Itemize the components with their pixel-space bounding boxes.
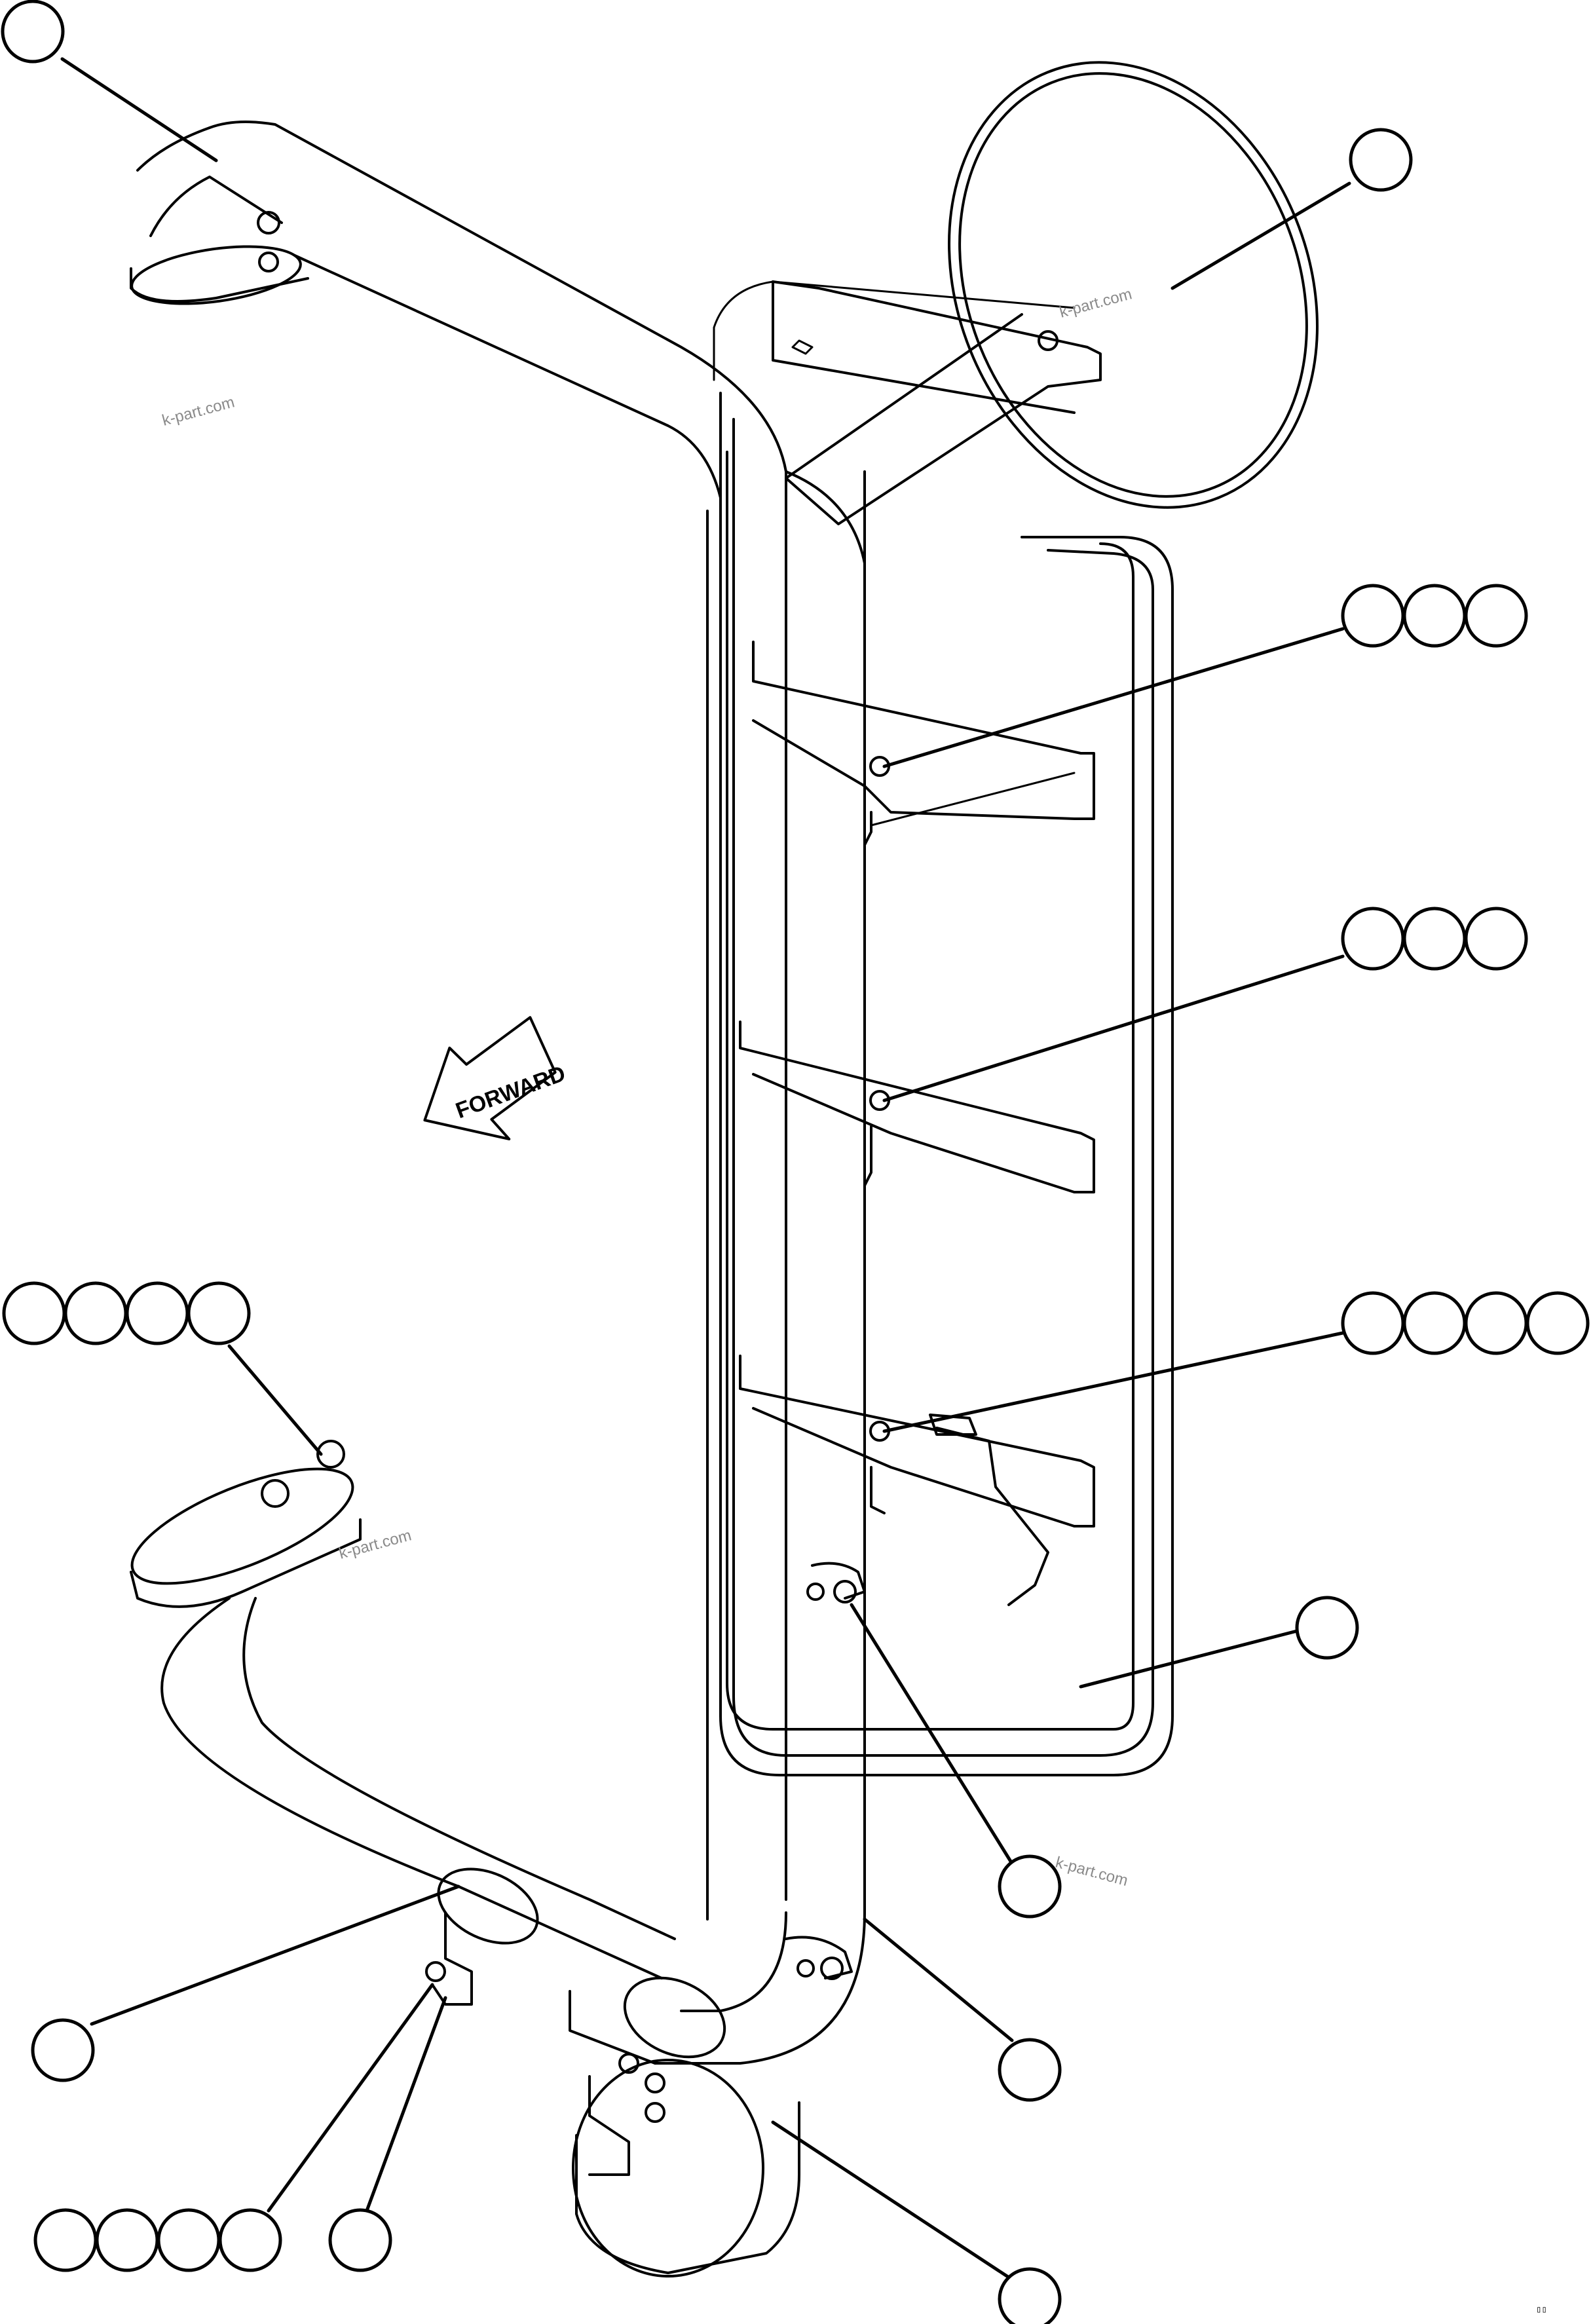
callout-bubble [1341, 1291, 1405, 1355]
watermark-1: k-part.com [160, 393, 236, 429]
riser-clamp-upper [806, 1562, 866, 1603]
upper-bracket [752, 641, 1095, 846]
callout-bubble [157, 2208, 221, 2272]
callout-bubble [328, 2208, 392, 2272]
callout-bubble [1349, 128, 1413, 192]
callout-bubble [187, 1281, 251, 1345]
forward-arrow: FORWARD [423, 1016, 569, 1140]
callout-bubble [218, 2208, 282, 2272]
leader-lines [60, 57, 1351, 2281]
callout-bubble [31, 2018, 95, 2082]
callout-bubble [1295, 1596, 1359, 1660]
callout-bubble [1402, 584, 1467, 648]
callout-bubble [1402, 907, 1467, 971]
forward-label: FORWARD [453, 1061, 569, 1124]
callout-bubble [95, 2208, 159, 2272]
handrail-tube [130, 121, 866, 2065]
callout-bubble [1341, 584, 1405, 648]
callout-bubble [1464, 907, 1528, 971]
riser-clamp-lower [785, 1936, 853, 1980]
lower-bracket [739, 1355, 1095, 1606]
rear-panel [713, 280, 1174, 1776]
mirror [948, 61, 1319, 509]
callout-bubble [1464, 584, 1528, 648]
watermark-2: k-part.com [1058, 285, 1134, 321]
watermark-3: k-part.com [337, 1526, 413, 1562]
callout-bubble [1526, 1291, 1590, 1355]
callout-bubble [33, 2208, 98, 2272]
mirror-arm [772, 280, 1102, 525]
middle-bracket [739, 1021, 1095, 1193]
callout-bubble [998, 1854, 1062, 1919]
callout-bubble [64, 1281, 128, 1345]
drawing-code: ▯▯ [1536, 2304, 1547, 2315]
bottom-canister [569, 1990, 800, 2277]
callout-bubble [2, 1281, 66, 1345]
callout-bubble [1464, 1291, 1528, 1355]
callout-bubble [1402, 1291, 1467, 1355]
callout-bubble [125, 1281, 189, 1345]
callout-bubble [1341, 907, 1405, 971]
callout-bubble [998, 2038, 1062, 2102]
callout-bubble [998, 2267, 1062, 2324]
callout-bubble [1, 0, 65, 64]
watermark-4: k-part.com [1053, 1854, 1129, 1890]
